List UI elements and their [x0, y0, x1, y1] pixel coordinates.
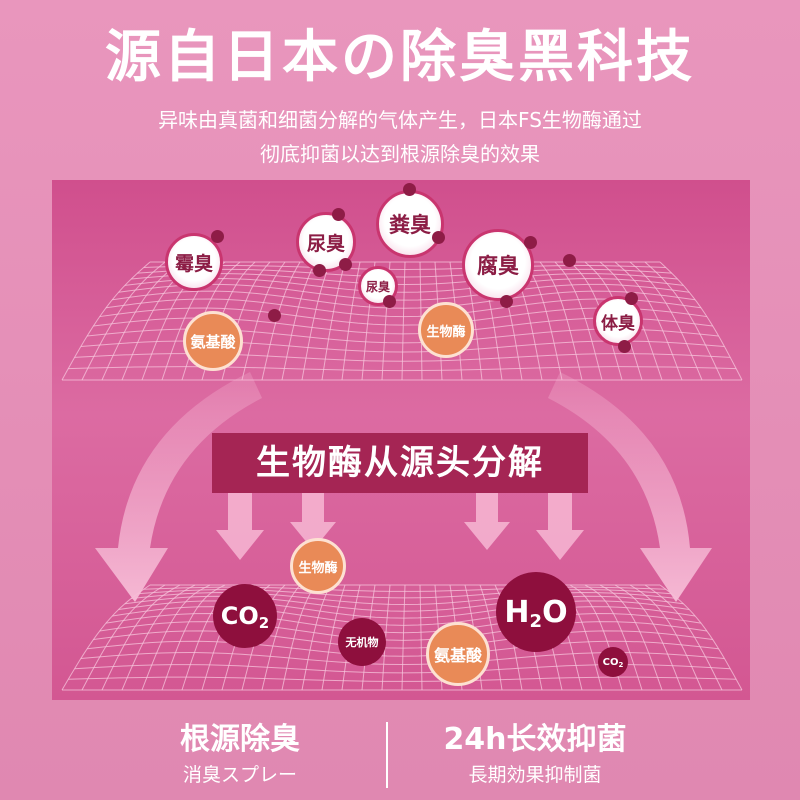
odor-label: 尿臭 [306, 232, 345, 255]
molecule-label: 氨基酸 [190, 332, 236, 351]
subtitle-line-2: 彻底抑菌以达到根源除臭的效果 [260, 142, 540, 166]
particle-dot [268, 309, 281, 322]
formula-text: O [542, 594, 568, 630]
molecule-label: 无机物 [345, 636, 379, 649]
odor-label: 体臭 [601, 313, 635, 334]
particle-dot [500, 295, 513, 308]
odor-bubble-mold: 霉臭 [165, 233, 223, 291]
grid-mesh-bottom [61, 584, 743, 691]
odor-label: 尿臭 [365, 279, 390, 294]
molecule-label: 生物酶 [298, 560, 338, 576]
molecule-label: 生物酶 [426, 324, 466, 340]
particle-dot [563, 254, 576, 267]
particle-dot [625, 292, 638, 305]
particle-dot [313, 264, 326, 277]
arrow-down-icon [536, 492, 584, 560]
odor-label: 腐臭 [477, 254, 519, 278]
amino-acid-bubble: 氨基酸 [426, 622, 490, 686]
process-banner: 生物酶从源头分解 [212, 433, 588, 493]
particle-dot [383, 295, 396, 308]
page-title: 源自日本の除臭黑科技 [105, 25, 695, 90]
arrow-down-icon [464, 492, 510, 550]
molecule-label: 氨基酸 [433, 646, 482, 665]
formula-text: CO [220, 602, 259, 630]
formula-subscript: 2 [618, 661, 624, 669]
formula-text: CO [602, 656, 619, 668]
particle-dot [211, 230, 224, 243]
particle-dot [618, 340, 631, 353]
particle-dot [403, 183, 416, 196]
footer-left-subtitle: 消臭スプレー [182, 764, 297, 786]
arrow-down-icon [216, 492, 264, 560]
footer-right-title: 24h长效抑菌 [443, 722, 627, 757]
odor-bubble-rot: 腐臭 [462, 229, 534, 301]
footer-right-subtitle: 長期効果抑制菌 [468, 764, 602, 786]
formula-subscript: 2 [529, 610, 543, 632]
subtitle-line-1: 异味由真菌和细菌分解的气体产生，日本FS生物酶通过 [158, 108, 642, 132]
formula-subscript: 2 [258, 614, 270, 632]
odor-label: 霉臭 [174, 252, 213, 275]
amino-acid-bubble: 氨基酸 [183, 311, 243, 371]
particle-dot [432, 231, 445, 244]
curved-arrow-right-icon [548, 372, 712, 602]
odor-label: 粪臭 [389, 213, 431, 237]
formula-text: H [504, 594, 530, 630]
curved-arrow-left-icon [95, 372, 262, 602]
footer-left-title: 根源除臭 [180, 722, 300, 757]
mineral-molecule: 无机物 [338, 618, 386, 666]
enzyme-bubble: 生物酶 [290, 538, 346, 594]
odor-bubble-feces: 粪臭 [376, 190, 444, 258]
particle-dot [339, 258, 352, 271]
footer-divider [386, 722, 388, 788]
enzyme-bubble: 生物酶 [418, 302, 474, 358]
arrow-down-icon [290, 492, 336, 550]
particle-dot [332, 208, 345, 221]
particle-dot [524, 236, 537, 249]
odor-bubble-body: 体臭 [593, 296, 643, 346]
